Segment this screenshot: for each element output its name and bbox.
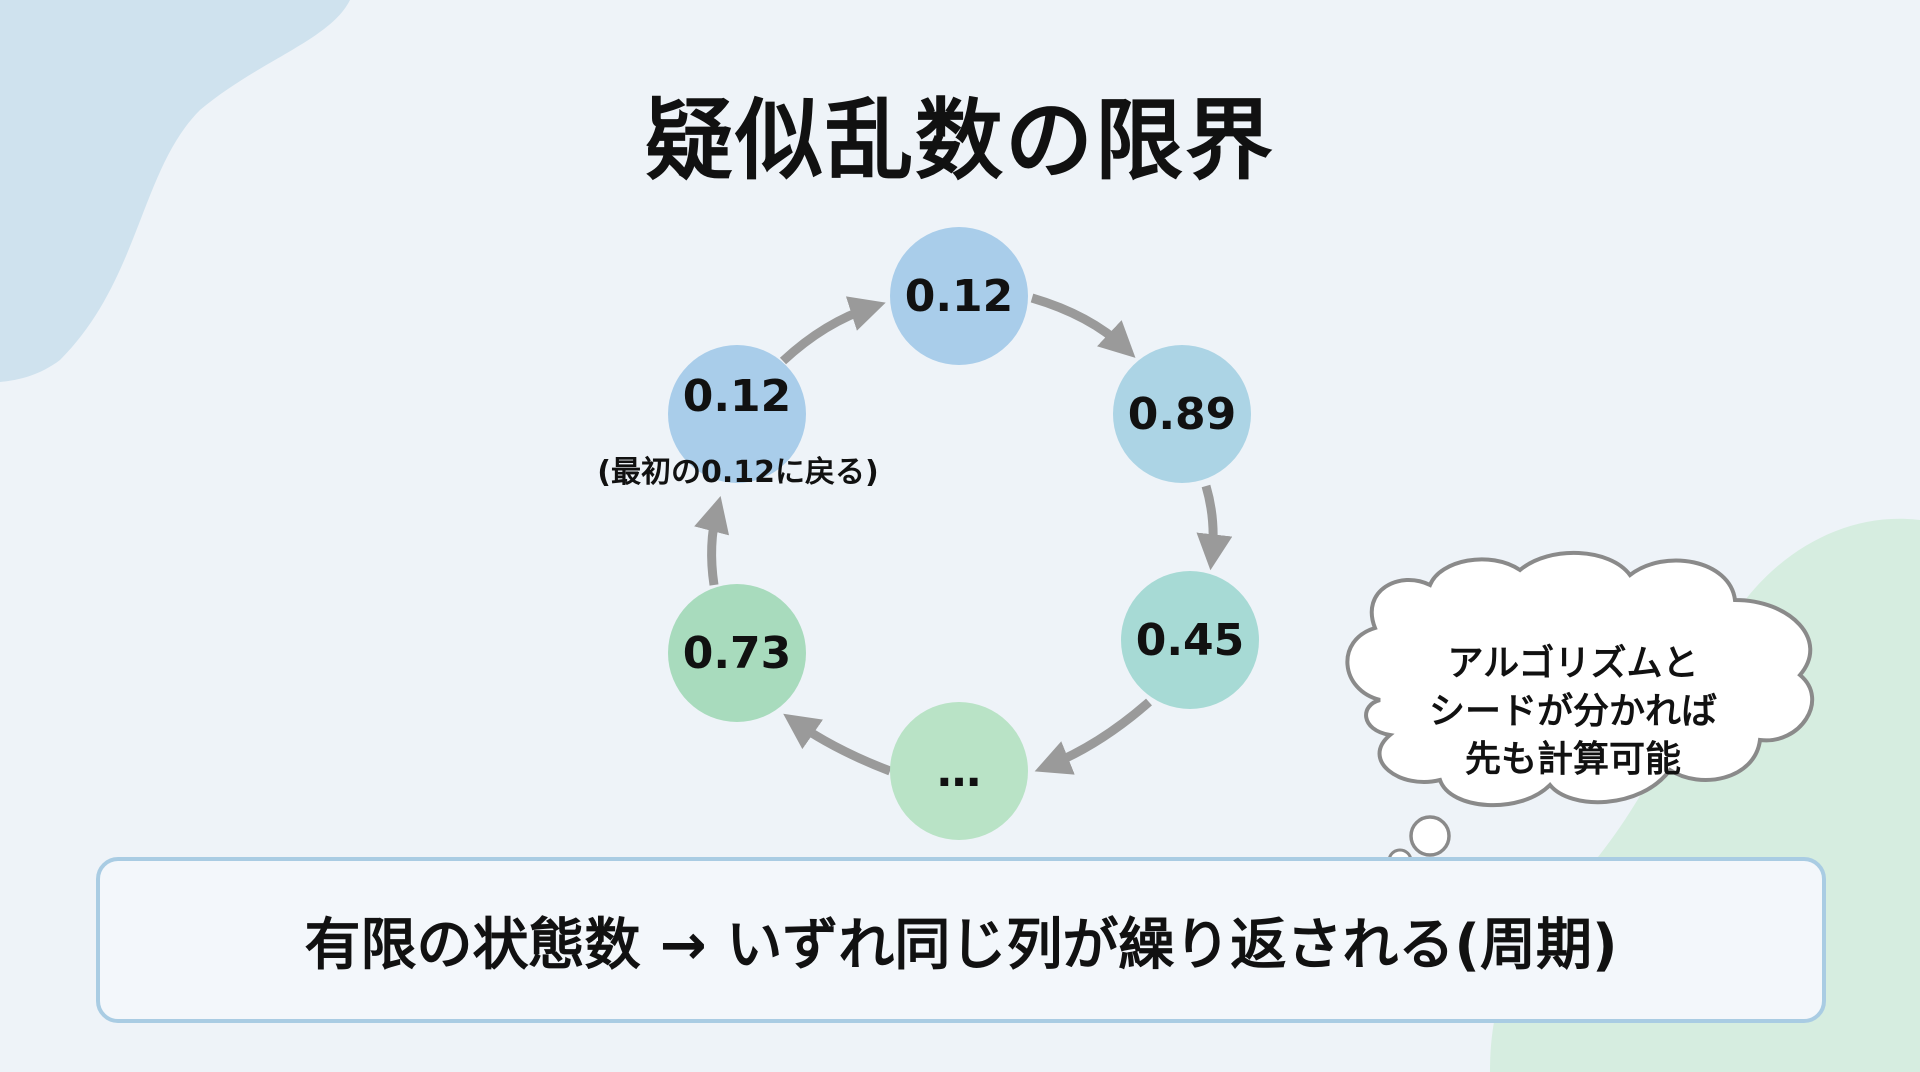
thought-bubble-text: アルゴリズムと シードが分かれば 先も計算可能 [1429, 640, 1717, 784]
cycle-node-start: 0.12 [890, 227, 1028, 365]
node-value: 0.89 [1127, 388, 1237, 440]
cycle-node-3: 0.45 [1121, 571, 1259, 709]
page-title: 疑似乱数の限界 [644, 89, 1275, 192]
cycle-node-5: 0.73 [668, 584, 806, 722]
summary-box: 有限の状態数 → いずれ同じ列が繰り返される(周期) [96, 857, 1826, 1023]
cycle-node-ellipsis: … [890, 702, 1028, 840]
arrow-045-to-ellipsis [1034, 698, 1152, 775]
node-value: 0.12 [682, 371, 792, 422]
arrow-top-to-089 [1030, 293, 1136, 358]
node-value: 0.12 [904, 270, 1014, 322]
arrow-left-to-top [779, 296, 886, 365]
cycle-node-return: 0.12 [668, 345, 806, 483]
node-value: 0.73 [682, 627, 792, 679]
thought-cloud-shape [1345, 551, 1815, 808]
arrow-089-to-045 [1196, 484, 1233, 571]
summary-text: 有限の状態数 → いずれ同じ列が繰り返される(周期) [304, 912, 1618, 978]
thought-line: アルゴリズムと [1447, 643, 1699, 684]
arrow-ellipsis-to-073 [783, 713, 892, 776]
return-note: (最初の0.12に戻る) [597, 455, 879, 490]
thought-bubble-dot-large [1409, 815, 1451, 857]
node-value: 0.45 [1135, 614, 1245, 666]
background-blob-top-left [0, 0, 350, 382]
arrow-073-to-left [694, 496, 730, 586]
thought-line: 先も計算可能 [1464, 739, 1682, 780]
node-value: … [937, 745, 981, 797]
thought-line: シードが分かれば [1428, 691, 1718, 732]
cycle-node-2: 0.89 [1113, 345, 1251, 483]
